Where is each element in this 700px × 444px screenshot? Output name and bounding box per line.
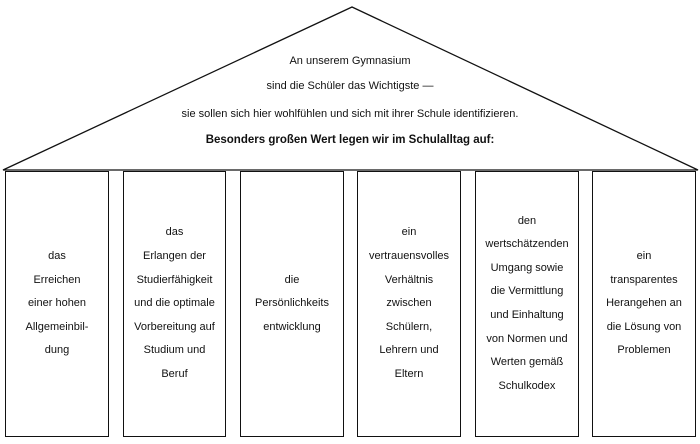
pillar-text-line: das [165,226,184,239]
pillar-text-line: entwicklung [263,320,321,333]
roof-triangle [2,6,699,171]
roof-line-2: sind die Schüler das Wichtigste — [266,80,434,92]
pillar-text-line: zwischen [386,297,432,310]
pillar-text-line: ein [636,250,652,263]
pillar-text-line: Erlangen der [142,250,206,263]
pillar-text-line: Werten gemäß [490,356,564,369]
pillar-text-line: den [517,214,537,227]
pillar-text-line: Erreichen [33,273,81,286]
pillar-text-line: Eltern [394,367,424,380]
pillar-text-line: Vorbereitung auf [134,320,215,333]
roof-headline: Besonders großen Wert legen wir im Schul… [205,134,495,146]
pillar-text-line: Schulkodex [498,379,556,392]
pillar-text-line: Problemen [617,344,671,357]
pillar-text-line: Persönlichkeits [255,297,329,310]
pillar-text-line: die Lösung von [606,320,682,333]
pillar-text-line: Lehrern und [379,344,439,357]
pillar-text-line: Schülern, [385,320,433,333]
pillar-text-line: transparentes [610,273,678,286]
pillar-text-line: Studierfähigkeit [136,273,213,286]
pillar-text-line: Umgang sowie [490,261,564,274]
pillar-text-line: und die optimale [134,297,215,310]
pillar-text-line: dung [44,344,70,357]
pillar-text-line: Beruf [161,367,188,380]
roof-line-1: An unserem Gymnasium [289,55,411,67]
pillar-text-line: vertrauensvolles [368,250,450,263]
pillar-text-line: Allgemeinbil- [25,320,89,333]
pillar-text-line: ein [401,226,417,239]
pillar-text-line: einer hohen [27,297,87,310]
pillar-text-line: die [284,273,300,286]
pillar-text-line: Studium und [143,344,206,357]
pillar-text-line: das [48,250,66,263]
pillar-text-line: die Vermittlung [490,285,564,298]
pillar-text-line: von Normen und [486,332,568,345]
pillar-text-line: Herangehen an [606,297,682,310]
pillar-text-line: wertschätzenden [485,238,569,251]
pillar-text-line: und Einhaltung [490,309,564,321]
roof-line-3: sie sollen sich hier wohlfühlen und sich… [181,108,519,120]
pillar-text-line: Verhältnis [384,273,434,286]
